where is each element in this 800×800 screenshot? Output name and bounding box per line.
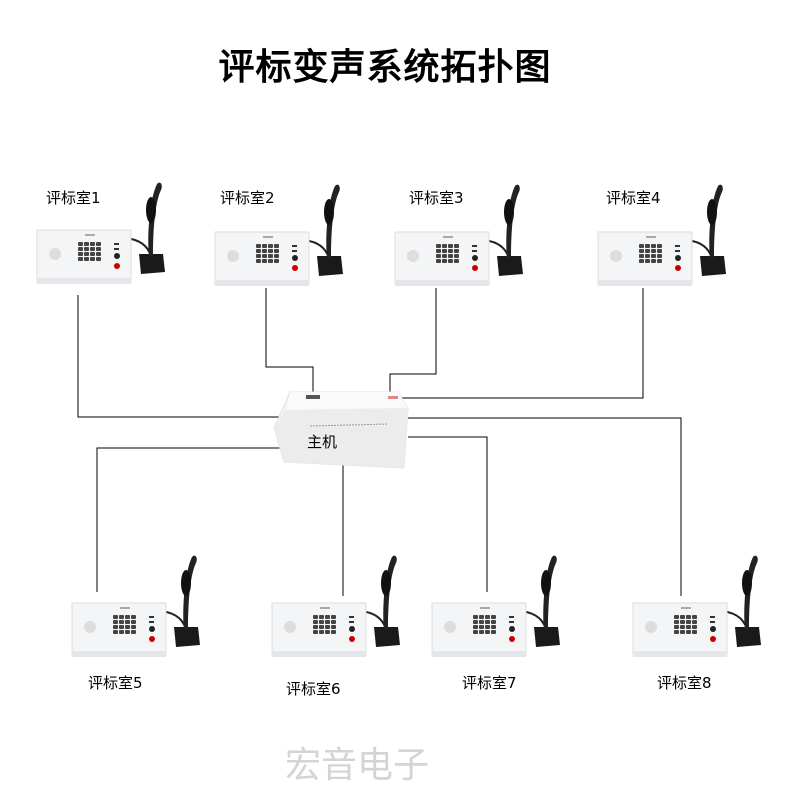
- link-terminal-1: [77, 295, 285, 418]
- terminal-device-5: [71, 555, 200, 657]
- link-terminal-7: [408, 436, 488, 592]
- watermark: 宏音电子: [285, 745, 430, 786]
- terminal-device-1: [36, 182, 165, 284]
- link-terminal-8: [408, 417, 682, 596]
- link-terminal-2: [265, 288, 314, 396]
- terminal-device-3: [394, 184, 523, 286]
- terminal-device-2: [214, 184, 343, 286]
- link-terminal-3: [389, 288, 437, 398]
- terminal-device-7: [431, 555, 560, 657]
- terminal-label-3: 评标室3: [409, 189, 464, 207]
- terminal-label-7: 评标室7: [462, 674, 517, 692]
- link-terminal-5: [96, 447, 285, 592]
- terminal-label-6: 评标室6: [286, 680, 341, 698]
- terminal-label-1: 评标室1: [46, 189, 101, 207]
- page-title: 评标变声系统拓扑图: [218, 47, 552, 88]
- terminal-label-4: 评标室4: [606, 189, 661, 207]
- host-label: 主机: [307, 433, 338, 451]
- terminal-label-5: 评标室5: [88, 674, 143, 692]
- link-terminal-4: [400, 288, 644, 399]
- terminal-label-8: 评标室8: [657, 674, 712, 692]
- terminal-label-2: 评标室2: [220, 189, 275, 207]
- terminal-device-6: [271, 555, 400, 657]
- terminal-device-4: [597, 184, 726, 286]
- host-unit: [273, 391, 409, 469]
- terminal-device-8: [632, 555, 761, 657]
